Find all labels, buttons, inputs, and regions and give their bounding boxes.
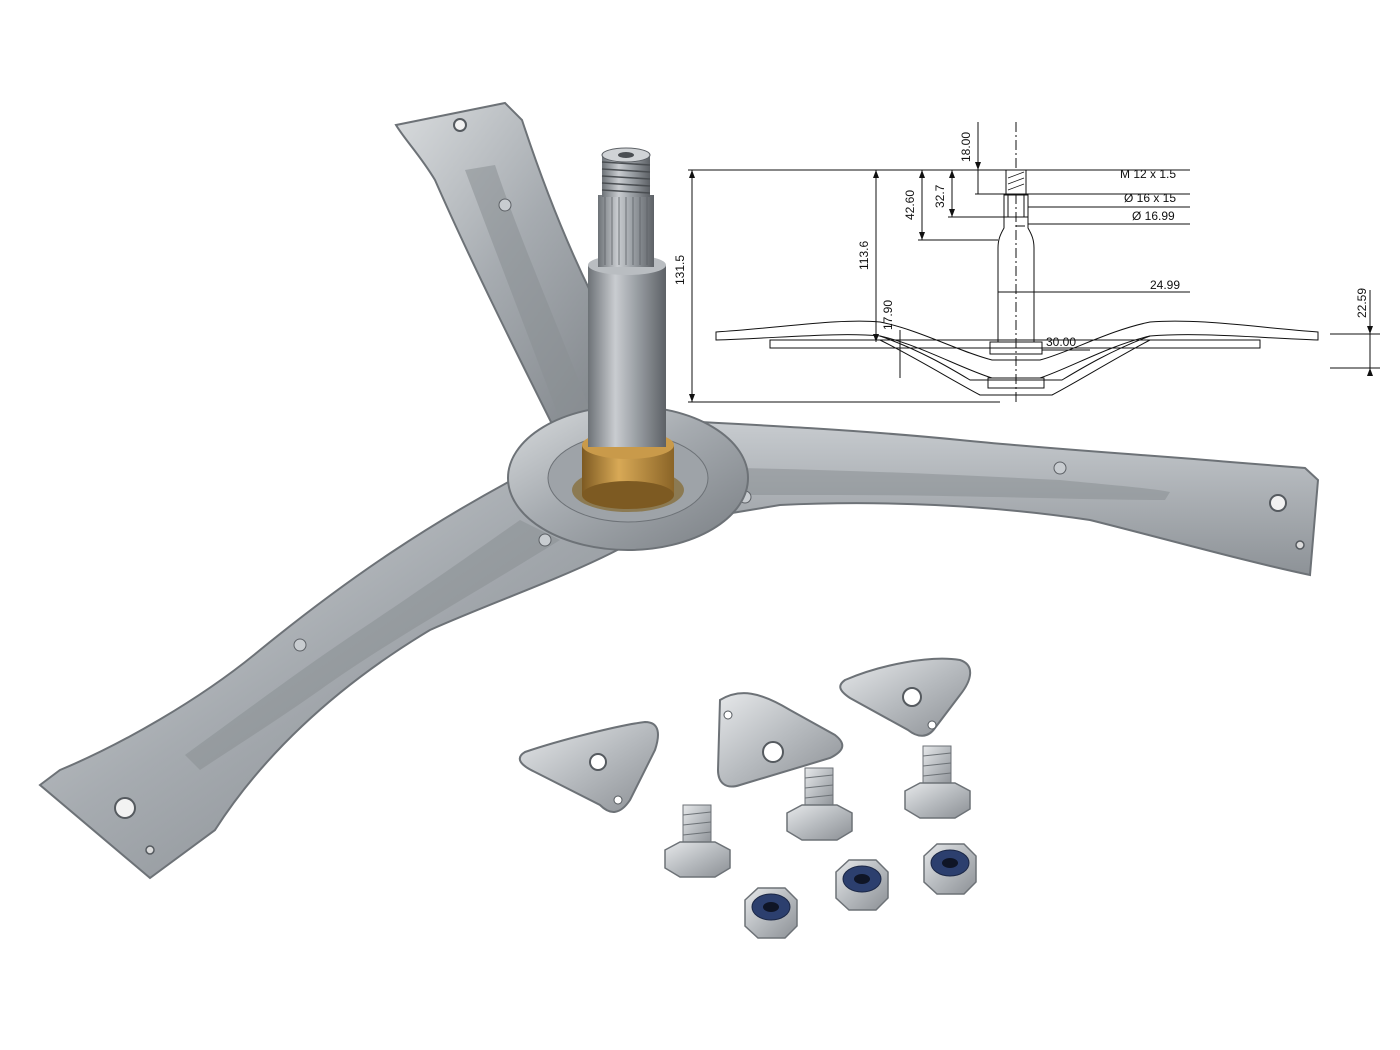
dimension-labels: M 12 x 1.5 Ø 16 x 15 Ø 16.99 24.99 30.00… bbox=[673, 132, 1369, 349]
mount-hole-right bbox=[1269, 494, 1287, 512]
spider-arm-right bbox=[658, 418, 1320, 577]
lock-nut bbox=[744, 887, 798, 939]
label-overall-height: 131.5 bbox=[673, 255, 687, 285]
lock-nut bbox=[923, 843, 977, 895]
mount-hole-lower-left bbox=[114, 797, 136, 819]
label-thread-spec: M 12 x 1.5 bbox=[1120, 167, 1176, 181]
label-arm-height: 22.59 bbox=[1355, 288, 1369, 318]
mounting-plate bbox=[716, 692, 844, 788]
mounting-plate bbox=[839, 657, 972, 737]
label-thread-length: 18.00 bbox=[959, 132, 973, 162]
label-spline-length: 32.7 bbox=[933, 184, 947, 208]
drive-shaft bbox=[572, 147, 684, 512]
mounting-plate bbox=[518, 720, 659, 813]
dimension-drawing bbox=[688, 122, 1380, 405]
label-height-to-flange: 113.6 bbox=[857, 241, 871, 270]
label-journal-diameter: Ø 16.99 bbox=[1132, 209, 1175, 223]
label-upper-shaft-length: 42.60 bbox=[903, 190, 917, 220]
hex-bolt bbox=[904, 745, 971, 819]
label-hub-diameter: 30.00 bbox=[1046, 335, 1076, 349]
lock-nut bbox=[835, 859, 889, 911]
label-hub-depth: 17.90 bbox=[881, 300, 895, 330]
label-shaft-diameter: 24.99 bbox=[1150, 278, 1180, 292]
hex-bolt bbox=[786, 767, 853, 841]
drum-spider bbox=[38, 101, 1320, 880]
hex-bolt bbox=[664, 804, 731, 878]
label-spline-spec: Ø 16 x 15 bbox=[1124, 191, 1176, 205]
mount-hole-upper bbox=[453, 118, 467, 132]
